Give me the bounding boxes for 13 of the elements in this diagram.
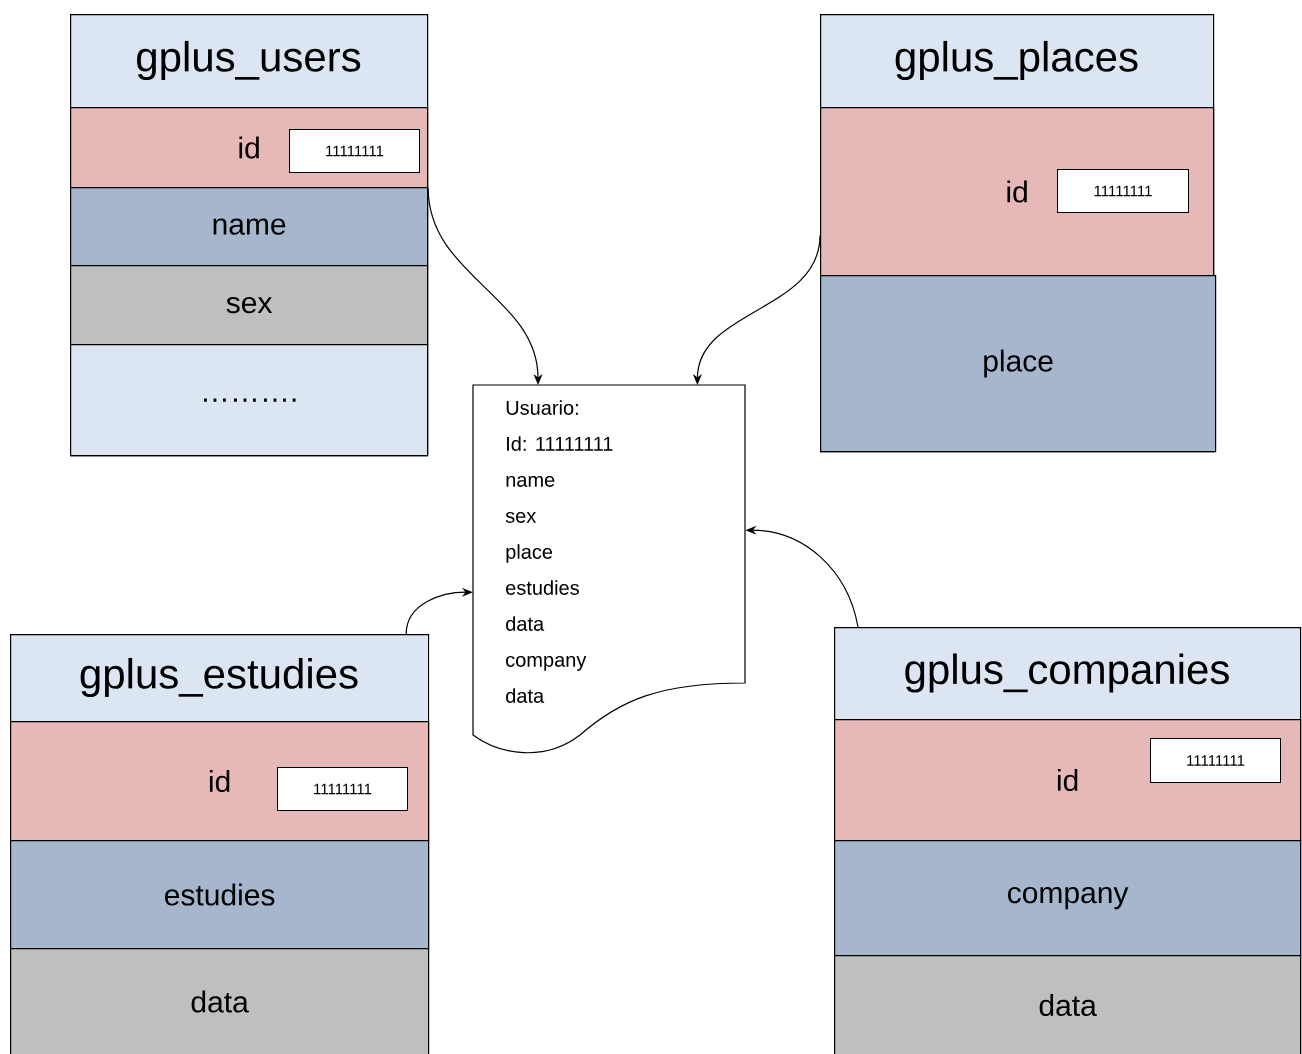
table-row: estudies	[10, 840, 430, 950]
value-box: 11111111	[1150, 738, 1281, 783]
table-row: place	[820, 275, 1217, 453]
table-row: company	[834, 840, 1302, 957]
value-box: 11111111	[277, 767, 408, 811]
table-row: sex	[70, 265, 429, 346]
table-row: data	[834, 955, 1302, 1054]
table-row: data	[10, 948, 430, 1054]
arrow	[405, 587, 473, 635]
value-box: 11111111	[289, 129, 420, 173]
table-row: name	[70, 187, 429, 267]
table-row: ……….	[70, 344, 429, 457]
value-box: 11111111	[1057, 169, 1189, 213]
